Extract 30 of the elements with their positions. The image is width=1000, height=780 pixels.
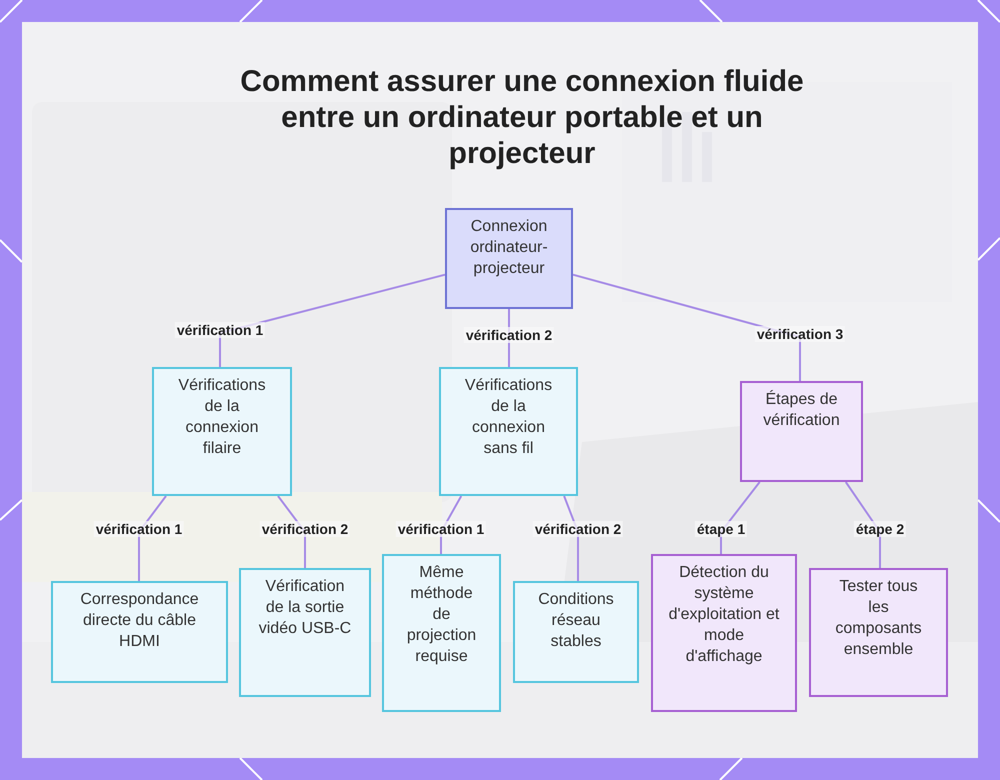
node-text: Connexion ordinateur-projecteur bbox=[469, 217, 549, 279]
process-box bbox=[513, 581, 639, 683]
edge-label: vérification 2 bbox=[464, 327, 554, 343]
process-box bbox=[152, 367, 292, 496]
edge-label: vérification 1 bbox=[174, 322, 266, 338]
edge-label: vérification 2 bbox=[532, 521, 624, 537]
edge-label: étape 2 bbox=[854, 521, 906, 537]
node-text: Vérifications de la connexion filaire bbox=[177, 376, 267, 459]
node-text: Vérification de la sortie vidéo USB-C bbox=[258, 577, 352, 639]
node-text: Détection du système d'exploitation et mode d'affichage bbox=[668, 563, 780, 667]
process-box bbox=[439, 367, 578, 496]
node-text: Conditions réseau stables bbox=[537, 590, 615, 652]
edge-label: vérification 3 bbox=[754, 326, 846, 342]
process-box bbox=[651, 554, 797, 712]
node-text: Correspondance directe du câble HDMI bbox=[79, 590, 200, 652]
process-box bbox=[382, 554, 501, 712]
process-box bbox=[51, 581, 228, 683]
process-box bbox=[809, 568, 948, 697]
process-box bbox=[239, 568, 371, 697]
node-text: Vérifications de la connexion sans fil bbox=[464, 376, 554, 459]
edge-label: vérification 2 bbox=[260, 521, 350, 537]
node-text: Tester tous les composants ensemble bbox=[834, 577, 923, 660]
title: Comment assurer une connexion fluide entre un ordinateur portable et un projecteur bbox=[239, 64, 805, 172]
edge-label: vérification 1 bbox=[94, 521, 184, 537]
edge-label: étape 1 bbox=[694, 521, 748, 537]
node-text: Étapes de vérification bbox=[762, 389, 841, 431]
process-box bbox=[445, 208, 573, 309]
process-box bbox=[740, 381, 863, 482]
edge-label: vérification 1 bbox=[396, 521, 486, 537]
node-text: Même méthode de projection requise bbox=[406, 563, 478, 667]
